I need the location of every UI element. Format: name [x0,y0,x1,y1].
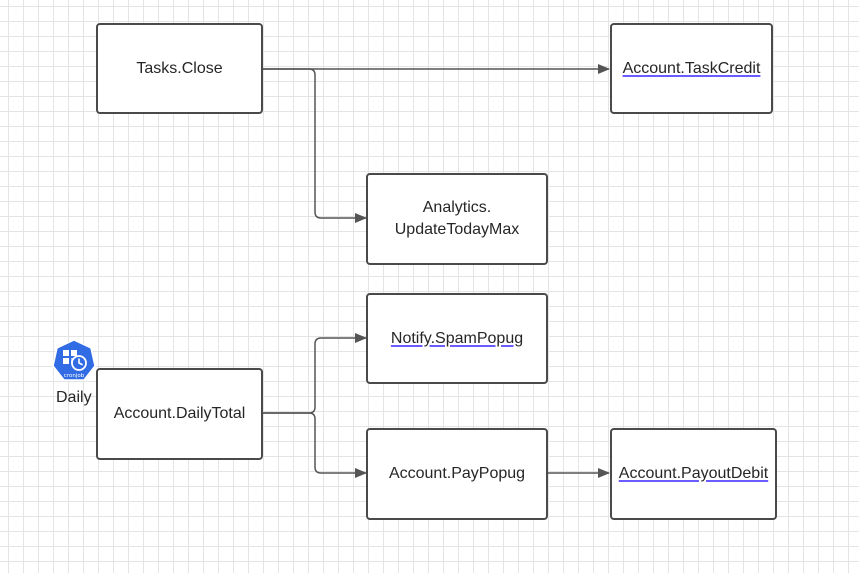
node-notify-spampopug[interactable]: Notify.SpamPopug [366,293,548,384]
node-label: Tasks.Close [136,59,223,77]
node-label: Notify.SpamPopug [390,329,524,347]
cronjob-icon-text: cronjob [64,373,85,379]
node-account-payoutdebit[interactable]: Account.PayoutDebit [610,428,777,520]
node-account-paypopug[interactable]: Account.PayPopug [366,428,548,520]
node-account-taskcredit[interactable]: Account.TaskCredit [610,23,773,114]
node-analytics-update[interactable]: Analytics. UpdateTodayMax [366,173,548,265]
node-tasks-close[interactable]: Tasks.Close [96,23,263,114]
node-label: Account.PayPopug [388,465,526,482]
trigger-label: Daily [56,389,92,406]
node-label: Account.DailyTotal [113,405,246,422]
node-label: Analytics. UpdateTodayMax [394,199,520,238]
edge-tasks-close-to-analytics-update [262,68,367,223]
node-account-dailytotal[interactable]: Account.DailyTotal [96,368,263,460]
edge-account-dailytotal-to-notify-spampopug [262,333,367,414]
node-label: Account.TaskCredit [622,59,761,77]
edge-account-dailytotal-to-account-paypopug [262,412,367,478]
node-label: Account.PayoutDebit [618,465,769,482]
cronjob-icon[interactable]: cronjob [52,339,96,383]
